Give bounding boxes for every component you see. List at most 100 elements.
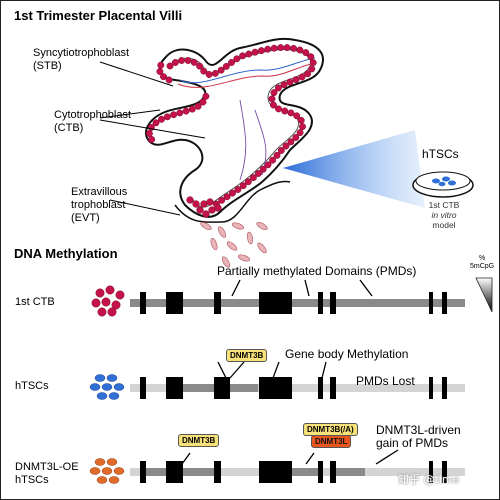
htsc-icon-cell [106, 374, 118, 382]
ctb-cell [308, 65, 316, 73]
ctb-cell [277, 147, 285, 154]
oe-htsc-icon-cell [96, 476, 108, 484]
ctb-cell [304, 70, 312, 78]
annotation-arrows [181, 279, 399, 465]
ctb-cell [206, 198, 214, 206]
stb-abbr-label: (STB) [33, 60, 62, 72]
gene-block [259, 292, 292, 314]
ctb-cell [239, 182, 247, 190]
ctb-cell [211, 69, 219, 77]
ctb-cell [302, 49, 310, 57]
ctb-cell [270, 89, 278, 97]
dnmt3b-tag-row3: DNMT3B [178, 434, 220, 447]
gene-block [429, 461, 433, 483]
methylation-tracks [130, 292, 465, 483]
evt-leader [109, 199, 181, 216]
row3-label-line1: DNMT3L-OE [15, 461, 79, 473]
htsc-caption-3: model [432, 220, 456, 230]
scale-unit: 5mCpG [470, 263, 495, 270]
ctb-cell [296, 129, 304, 137]
oe-htsc-icon-cell [94, 458, 106, 466]
htsc-dish [412, 171, 474, 198]
ctb-cell [152, 119, 160, 127]
gene-block [318, 461, 323, 483]
ctb-icon-cell [95, 288, 105, 298]
scale-percent: % [479, 255, 486, 262]
vessel-blue [179, 57, 316, 84]
pmd-segment [146, 468, 166, 476]
oe-htsc-icon-cell [106, 458, 118, 466]
ctb-cell [239, 52, 247, 60]
ctb-cell [202, 92, 210, 100]
oe-htsc-icon-cell [89, 467, 101, 475]
ctb-cell [145, 130, 153, 137]
ctb-cell [286, 78, 294, 86]
ctb-cell [273, 151, 281, 159]
ctb-cell [186, 196, 194, 204]
ctb-leader-1 [99, 109, 161, 119]
ctb-cell [148, 136, 156, 143]
ctb-cell [275, 105, 282, 113]
ctb-icon-cell [97, 307, 107, 317]
ctb-cell [229, 189, 236, 197]
pmd-segment [230, 384, 258, 392]
oe-htsc-icon-cell [101, 467, 113, 475]
ctb-cell [254, 170, 262, 177]
evt-cell [221, 256, 231, 268]
ctb-cell [188, 105, 196, 113]
ctb-cell [205, 71, 213, 78]
ctb-cell [233, 55, 241, 63]
ctb-leader-2 [99, 119, 206, 139]
ctb-cell [307, 53, 315, 61]
ctb-cell [281, 107, 289, 115]
ctb-cell [269, 101, 277, 109]
ctb-cell [249, 174, 257, 182]
pmd-annotation: Partially methylated Domains (PMDs) [217, 264, 417, 278]
htsc-icon-cell [108, 392, 120, 400]
gene-block [330, 461, 336, 483]
ctb-cell [280, 81, 288, 89]
decidua-line [174, 180, 291, 223]
ctb-cell [299, 123, 306, 131]
htsc-icon-cell [96, 392, 108, 400]
ctb-cell [290, 44, 298, 52]
ctb-cell [166, 62, 174, 70]
ctb-cell [196, 62, 204, 70]
vessel-red [177, 63, 313, 88]
ctb-icon-cell [91, 298, 101, 308]
evt-cell [246, 231, 254, 245]
ctb-cell [165, 76, 173, 84]
ctb-cell [170, 111, 178, 119]
ctb-icon-cell [107, 307, 117, 317]
ctb-cell [292, 76, 300, 84]
gene-block [259, 461, 292, 483]
ctb-cell [264, 161, 272, 169]
row1-label: 1st CTB [15, 296, 55, 308]
gene-block [318, 377, 323, 399]
track-bar [130, 384, 465, 392]
ctb-cell [244, 178, 252, 186]
gene-block [429, 377, 433, 399]
ctb-cell [157, 61, 165, 69]
htsc-icon-cell [89, 383, 101, 391]
ctb-cell [268, 95, 276, 103]
ctb-cell [228, 59, 235, 66]
ctb-cell [287, 138, 295, 146]
evt-label-line1: Extravillous [71, 186, 128, 198]
dnmt3l-tag: DNMT3L [311, 435, 352, 448]
gene-block [140, 292, 146, 314]
ctb-cell [296, 46, 304, 54]
stb-leader [99, 61, 174, 87]
gene-block [442, 377, 447, 399]
ctb-cell [277, 44, 285, 52]
ctb-cell [176, 109, 184, 117]
evt-abbr-label: (EVT) [71, 212, 100, 224]
gene-block [214, 377, 230, 399]
ctb-cell [222, 62, 230, 70]
ctb-cell [259, 165, 267, 173]
gene-block [442, 461, 447, 483]
ctb-cell [257, 47, 265, 55]
row2-label: hTSCs [15, 380, 49, 392]
htsc-caption-2: in vitro [431, 210, 457, 220]
